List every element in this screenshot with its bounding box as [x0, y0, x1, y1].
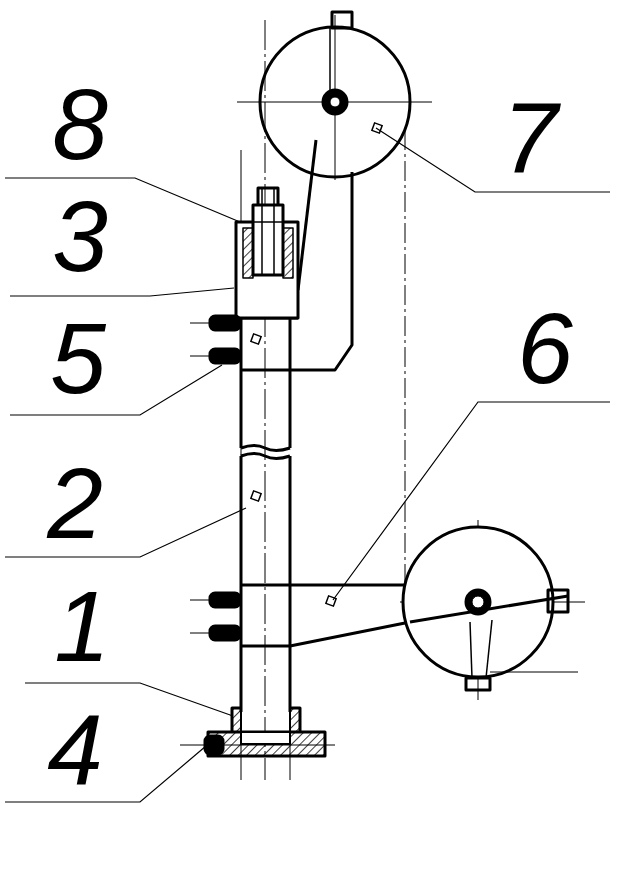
callout-number: 5	[50, 308, 106, 408]
callout-number: 3	[52, 186, 108, 286]
leader-lines	[5, 128, 610, 802]
callout-number: 2	[47, 453, 103, 553]
callout-number: 8	[52, 74, 108, 174]
callout-number: 7	[502, 88, 558, 188]
callout-number: 1	[54, 576, 110, 676]
callout-number: 6	[517, 298, 573, 398]
callout-number: 4	[47, 700, 103, 800]
